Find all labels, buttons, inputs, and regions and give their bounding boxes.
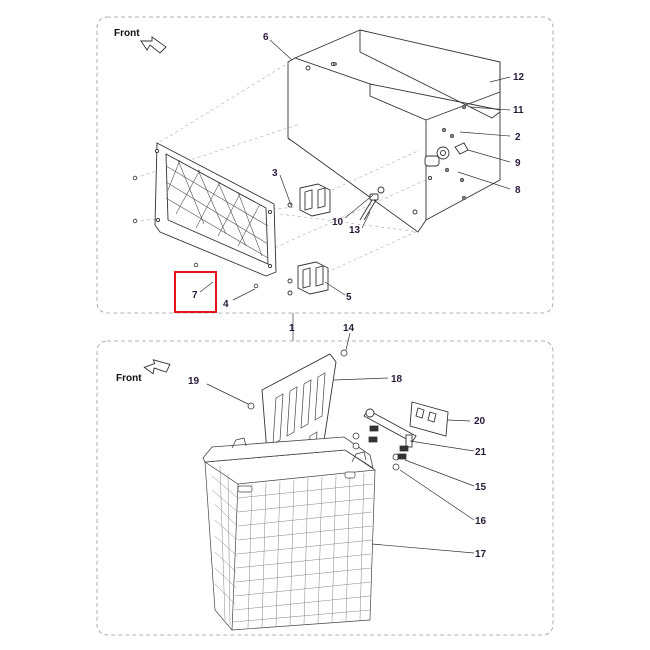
callout-14: 14: [343, 323, 355, 334]
leader-lines-bottom: [206, 332, 475, 554]
hardware-bottom: [247, 349, 409, 471]
front-arrow-icon: [140, 36, 167, 54]
highlight-box: [174, 271, 217, 313]
callout-20: 20: [474, 416, 486, 427]
callout-6: 6: [263, 32, 269, 43]
callout-3: 3: [272, 168, 278, 179]
callout-8: 8: [515, 185, 521, 196]
callout-9: 9: [515, 158, 521, 169]
mounting-plate: [287, 29, 501, 233]
rear-grate: [154, 142, 277, 277]
leader-lines-top: [199, 39, 511, 301]
callout-2: 2: [515, 132, 521, 143]
callout-13: 13: [349, 225, 361, 236]
wire-basket: [203, 449, 377, 631]
clip-upper: [287, 183, 331, 217]
bottom-section-frame: [96, 340, 554, 636]
mounting-bracket: [363, 401, 449, 448]
front-label-top: Front: [114, 28, 140, 39]
callout-19: 19: [188, 376, 200, 387]
front-label-bottom: Front: [116, 373, 142, 384]
callout-21: 21: [475, 447, 487, 458]
basket-handle-left: [231, 437, 247, 449]
callout-7: 7: [192, 290, 198, 301]
callout-15: 15: [475, 482, 487, 493]
callout-1: 1: [289, 323, 295, 334]
callout-12: 12: [513, 72, 525, 83]
small-washers-left: [132, 175, 259, 289]
callout-4: 4: [223, 299, 229, 310]
callout-11: 11: [513, 105, 524, 116]
front-arrow-icon: [143, 359, 171, 375]
clip-lower: [287, 261, 329, 296]
callout-5: 5: [346, 292, 352, 303]
hinge-assembly: [424, 142, 469, 167]
basket-handle-right: [351, 451, 367, 463]
callout-10: 10: [332, 217, 344, 228]
callout-17: 17: [475, 549, 487, 560]
top-section-frame: [96, 16, 554, 314]
callout-16: 16: [475, 516, 487, 527]
callout-18: 18: [391, 374, 403, 385]
bolts-right: [333, 62, 467, 201]
